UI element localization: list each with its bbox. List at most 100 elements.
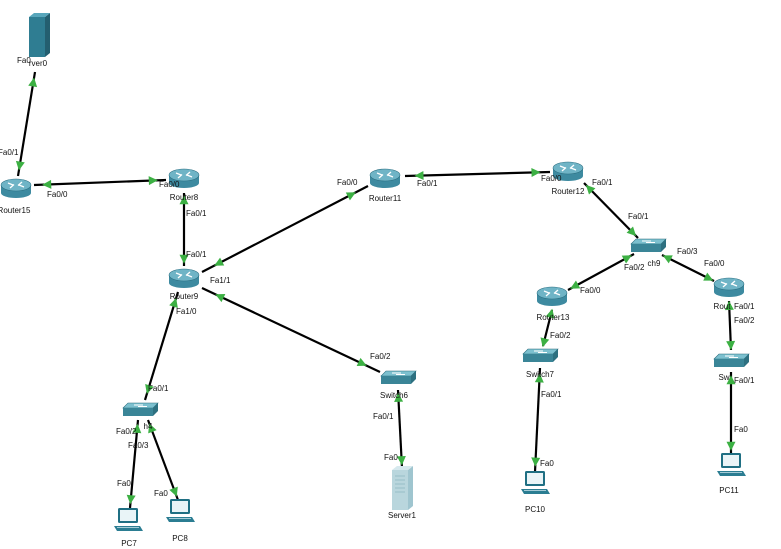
port-label-server0-router15-to_port: Fa0/1	[0, 148, 19, 157]
link-switch9-router13[interactable]	[567, 253, 635, 291]
port-label-router9-switch4-to_port: Fa0/1	[148, 384, 169, 393]
device-label-pc11: PC11	[719, 486, 739, 495]
switch-switch4[interactable]	[122, 402, 159, 416]
link-router9-router11[interactable]	[201, 185, 369, 273]
port-label-server0-router15-from_port: Fa0	[17, 56, 31, 65]
pc-pc7[interactable]	[114, 508, 143, 531]
port-label-router14-switch10-to_port: Fa0/2	[734, 316, 755, 325]
router-router11[interactable]	[369, 168, 401, 188]
device-label-router12: Router12	[552, 187, 585, 196]
device-label-pc7: PC7	[121, 539, 137, 548]
server-dark-server0[interactable]	[29, 13, 50, 57]
port-label-router15-router8-to_port: Fa0/0	[159, 180, 180, 189]
link-router9-switch6[interactable]	[201, 287, 381, 373]
port-label-switch6-server1-from_port: Fa0/1	[373, 412, 394, 421]
port-label-router12-switch9-to_port: Fa0/1	[628, 212, 649, 221]
port-label-switch9-router13-to_port: Fa0/0	[580, 286, 601, 295]
device-label-switch10: Sw	[718, 373, 729, 382]
port-label-switch6-server1-to_port: Fa0	[384, 453, 398, 462]
device-label-router11: Router11	[369, 194, 402, 203]
router-router13[interactable]	[536, 286, 568, 306]
link-arrow-switch9	[626, 226, 637, 237]
device-label-server1: Server1	[388, 511, 417, 520]
port-label-router8-router9-from_port: Fa0/1	[186, 209, 207, 218]
link-arrow-pc7	[126, 494, 136, 505]
device-label-router13: Router13	[537, 313, 570, 322]
link-arrow-switch6	[394, 392, 404, 403]
link-arrow-switch6	[356, 357, 367, 366]
device-label-switch4: h4	[144, 422, 153, 431]
link-arrow-switch7	[534, 373, 544, 383]
router-router9[interactable]	[168, 268, 200, 288]
device-label-pc8: PC8	[172, 534, 188, 543]
port-label-switch9-router14-from_port: Fa0/3	[677, 247, 698, 256]
link-arrow-router8	[179, 195, 189, 205]
port-label-router14-switch10-from_port: Fa0/1	[734, 302, 755, 311]
link-arrow-switch4	[145, 384, 154, 394]
switch-switch7[interactable]	[522, 348, 559, 362]
port-label-switch9-router13-from_port: Fa0/2	[624, 263, 645, 272]
link-arrow-router8	[148, 176, 158, 186]
server-light-server1[interactable]	[392, 466, 413, 510]
link-arrow-router12	[531, 168, 541, 178]
link-arrow-router13	[545, 308, 555, 319]
pc-pc11[interactable]	[717, 453, 746, 476]
port-label-switch9-router14-to_port: Fa0/0	[704, 259, 725, 268]
link-arrow-switch10	[726, 375, 736, 385]
link-arrow-router9	[215, 294, 226, 303]
port-label-router9-router11-to_port: Fa0/0	[337, 178, 358, 187]
link-arrow-router11	[345, 192, 356, 201]
device-label-pc10: PC10	[525, 505, 546, 514]
device-label-switch7: Switch7	[526, 370, 555, 379]
router-router8[interactable]	[168, 168, 200, 188]
link-arrow-router12	[585, 184, 596, 195]
link-switch6-server1[interactable]	[396, 389, 404, 469]
link-arrow-pc11	[726, 441, 736, 451]
device-label-switch9: ch9	[648, 259, 661, 268]
router-router12[interactable]	[552, 161, 584, 181]
link-arrow-router9	[169, 298, 178, 308]
device-label-router8: Router8	[170, 193, 199, 202]
switch-switch6[interactable]	[380, 370, 417, 384]
link-arrow-pc10	[531, 457, 541, 467]
link-arrow-router9	[214, 257, 225, 266]
port-label-router9-switch4-from_port: Fa1/0	[176, 307, 197, 316]
pc-pc8[interactable]	[166, 499, 195, 522]
link-switch7-pc10[interactable]	[533, 367, 542, 473]
switch-switch9[interactable]	[630, 238, 667, 252]
link-router15-router8[interactable]	[33, 178, 167, 187]
link-arrow-switch9	[621, 255, 632, 264]
link-arrow-server0	[28, 77, 38, 88]
devices-layer	[0, 13, 750, 531]
links-layer	[16, 71, 733, 509]
link-arrow-server1	[396, 455, 406, 466]
port-label-router11-router12-to_port: Fa0/0	[541, 174, 562, 183]
port-label-router11-router12-from_port: Fa0/1	[417, 179, 438, 188]
port-label-switch10-pc11-from_port: Fa0/1	[734, 376, 755, 385]
link-status-arrows	[15, 77, 736, 505]
port-label-router12-switch9-from_port: Fa0/1	[592, 178, 613, 187]
link-router9-switch4[interactable]	[143, 291, 180, 401]
link-arrow-router14	[703, 272, 714, 281]
pc-pc10[interactable]	[521, 471, 550, 494]
link-switch4-pc7[interactable]	[128, 419, 140, 509]
link-arrow-switch10	[726, 340, 736, 351]
link-switch4-pc8[interactable]	[146, 419, 180, 501]
link-server0-router15[interactable]	[16, 71, 37, 177]
link-router12-switch9[interactable]	[583, 182, 639, 239]
link-arrow-router15	[15, 160, 25, 171]
device-label-switch6: Switch6	[380, 391, 409, 400]
link-arrow-router13	[570, 280, 581, 289]
port-label-switch4-pc7-to_port: Fa0	[117, 479, 131, 488]
device-label-router15: Router15	[0, 206, 31, 215]
device-label-router14: Rout	[714, 302, 732, 311]
port-label-switch4-pc8-to_port: Fa0	[154, 489, 168, 498]
port-label-router13-switch7-to_port: Fa0/2	[550, 331, 571, 340]
router-router15[interactable]	[0, 178, 32, 198]
switch-switch10[interactable]	[713, 353, 750, 367]
link-router11-router12[interactable]	[404, 170, 551, 178]
port-label-router9-switch6-to_port: Fa0/2	[370, 352, 391, 361]
router-router14[interactable]	[713, 277, 745, 297]
